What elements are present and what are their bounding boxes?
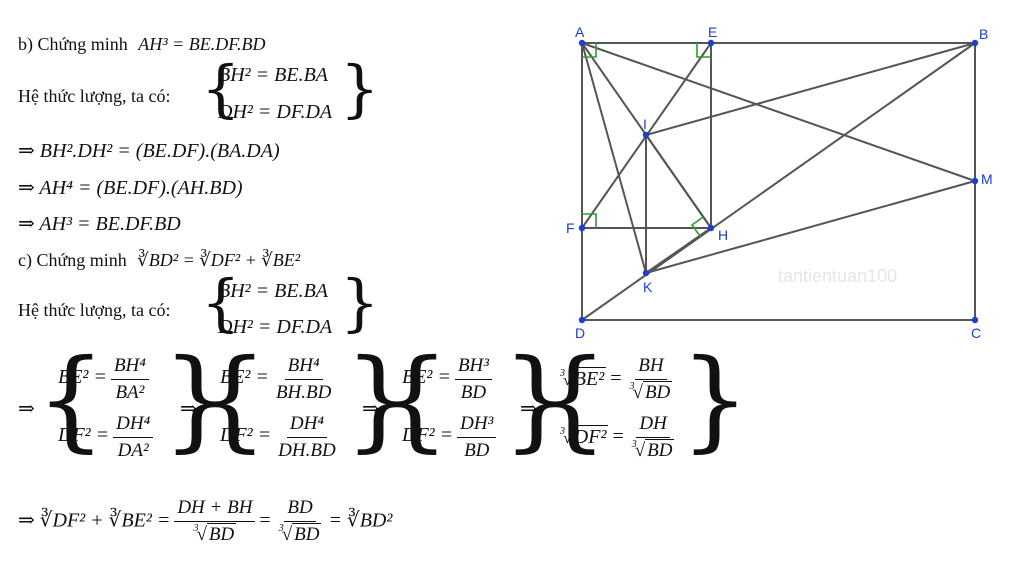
part-b-step2: ⇒ AH⁴ = (BE.DF).(AH.BD): [18, 177, 243, 199]
point-f: [578, 224, 586, 232]
part-c-title: c) Chứng minh: [18, 250, 127, 270]
label-c: C: [971, 325, 981, 341]
right-angle-e: [696, 43, 711, 58]
label-i: I: [643, 116, 647, 132]
label-a: A: [575, 24, 585, 40]
final-lhs: ⇒ ∛DF² + ∛BE² =: [18, 509, 171, 532]
part-b-intro: Hệ thức lượng, ta có:: [18, 86, 171, 106]
point-m: [971, 177, 979, 185]
figure-labels: A E B I M F H K D C: [566, 24, 993, 341]
label-k: K: [643, 279, 653, 295]
part-b-step1: ⇒ BH².DH² = (BE.DF).(BA.DA): [18, 140, 280, 162]
sys1-right-brace: }: [162, 335, 232, 463]
point-i: [642, 131, 650, 139]
label-d: D: [575, 325, 585, 341]
chain-arrow-3: ⇒: [362, 398, 379, 420]
point-a: [578, 39, 586, 47]
sys1-left-brace: {: [36, 335, 106, 463]
segment-bi: [645, 42, 976, 136]
chain-arrow-2: ⇒: [180, 398, 197, 420]
point-e: [707, 39, 715, 47]
point-k: [642, 269, 650, 277]
part-c-intro: Hệ thức lượng, ta có:: [18, 300, 171, 320]
sys3-left-brace: {: [380, 335, 450, 463]
sys2-right-brace: }: [344, 335, 414, 463]
part-c-system-eq2: DH² = DF.DA: [218, 316, 333, 338]
part-b-heading: b) Chứng minh AH³ = BE.DF.BD: [18, 34, 265, 55]
figure-points: [578, 39, 979, 324]
label-b: B: [979, 26, 988, 42]
point-d: [578, 316, 586, 324]
segment-ak: [581, 42, 647, 274]
point-h: [707, 224, 715, 232]
part-b-step3: ⇒ AH³ = BE.DF.BD: [18, 213, 181, 235]
part-b-title: b) Chứng minh: [18, 34, 128, 54]
right-angle-markers: [582, 43, 711, 237]
sys4-left-brace: {: [538, 335, 608, 463]
part-c-heading: c) Chứng minh ∛BD² = ∛DF² + ∛BE²: [18, 250, 300, 271]
chain-arrow-1: ⇒: [18, 398, 35, 420]
geometry-figure: A E B I M F H K D C tantientuan100: [566, 24, 993, 341]
label-e: E: [708, 24, 717, 40]
part-c-left-brace: {: [201, 266, 241, 339]
part-c-right-brace: }: [340, 266, 380, 339]
right-angle-f: [582, 213, 597, 228]
segment-kh: [645, 227, 712, 274]
label-m: M: [981, 171, 993, 187]
chain-arrow-4: ⇒: [520, 398, 537, 420]
right-angle-h: [690, 216, 704, 237]
final-rhs: ∛BD²: [346, 509, 393, 532]
part-b-system-eq2: DH² = DF.DA: [218, 101, 333, 123]
sys4-right-brace: }: [680, 335, 750, 463]
right-angle-a: [582, 43, 597, 58]
part-b-system-eq1: BH² = BE.BA: [218, 64, 329, 86]
segment-mk: [645, 180, 976, 274]
point-b: [971, 39, 979, 47]
label-f: F: [566, 220, 575, 236]
label-h: H: [718, 227, 728, 243]
part-c-system-eq1: BH² = BE.BA: [218, 280, 329, 302]
segment-ih: [645, 134, 712, 229]
point-c: [971, 316, 979, 324]
segment-am: [581, 42, 976, 182]
part-c-goal: ∛BD² = ∛DF² + ∛BE²: [137, 250, 301, 270]
sys3-right-brace: }: [502, 335, 572, 463]
sys2-left-brace: {: [198, 335, 268, 463]
watermark: tantientuan100: [778, 266, 897, 286]
part-b-goal: AH³ = BE.DF.BD: [138, 34, 266, 54]
part-b-left-brace: {: [201, 52, 241, 125]
part-b-right-brace: }: [340, 52, 380, 125]
